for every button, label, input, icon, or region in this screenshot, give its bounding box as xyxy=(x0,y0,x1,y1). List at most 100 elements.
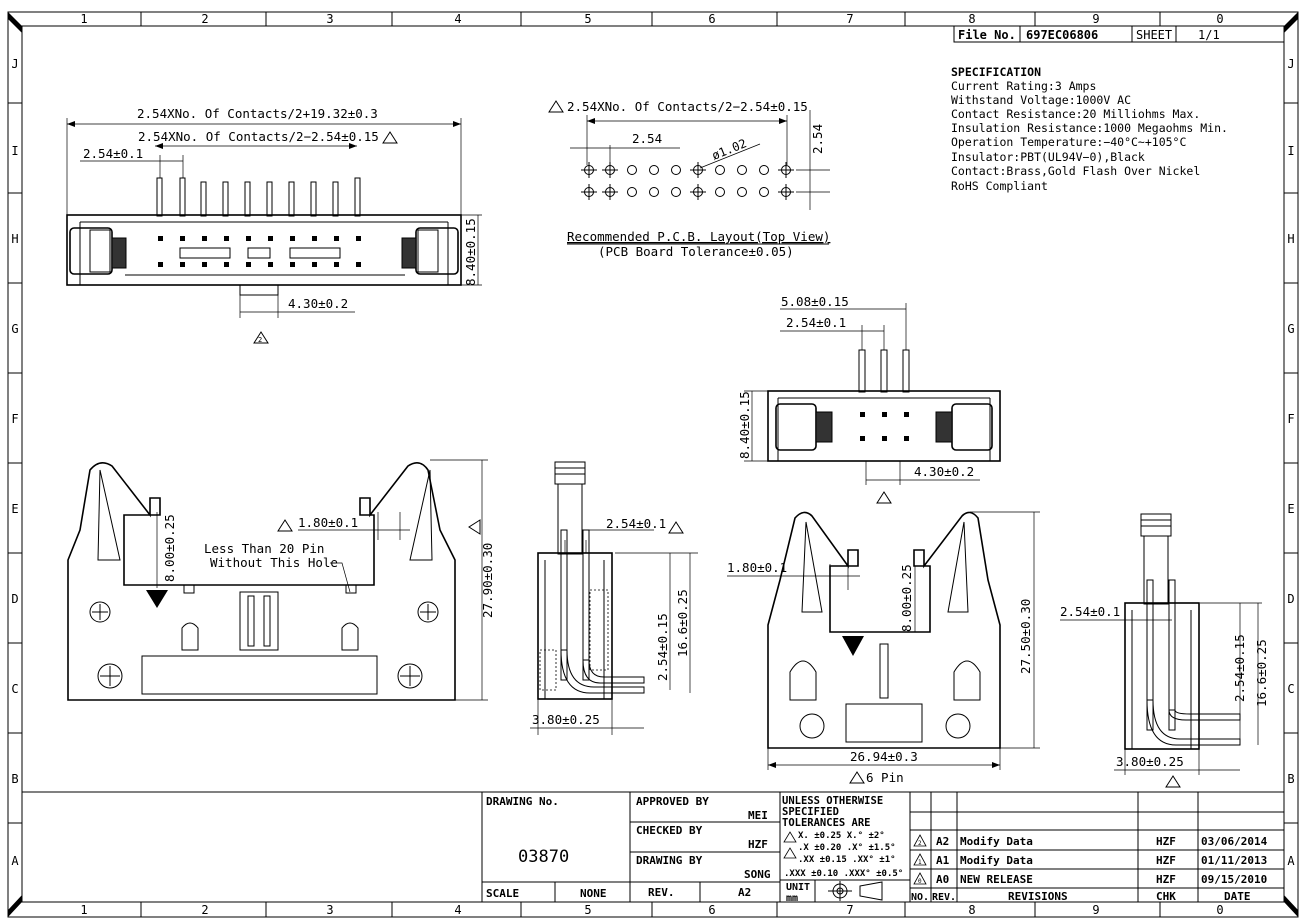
zone-letter: B xyxy=(1287,772,1294,786)
zone-letter: H xyxy=(11,232,18,246)
side-dim-pitch: 2.54±0.1 xyxy=(606,516,666,531)
drawing-by-label: DRAWING BY xyxy=(636,854,703,867)
zone-number: 8 xyxy=(968,903,975,917)
zone-number: 1 xyxy=(80,903,87,917)
six-front-dim-depth: 8.00±0.25 xyxy=(899,564,914,632)
six-dim-a: 5.08±0.15 xyxy=(781,294,849,309)
dim-height: 8.40±0.15 xyxy=(463,218,478,286)
revision-desc: NEW RELEASE xyxy=(960,873,1033,886)
revision-row: 1 A1 Modify Data HZF 01/11/2013 xyxy=(913,853,1267,867)
outer-frame xyxy=(7,11,1299,918)
revision-chk: HZF xyxy=(1156,854,1176,867)
zone-letters-left: J I H G F E D C B A xyxy=(11,57,19,868)
zone-letter: A xyxy=(1287,854,1295,868)
zone-number: 6 xyxy=(708,12,715,26)
side-view: 2.54±0.1 2.54±0.15 16.6±0.25 3.80±0.25 xyxy=(530,461,698,735)
zone-number: 5 xyxy=(584,903,591,917)
zone-letter: A xyxy=(11,854,19,868)
spec-line: Insulation Resistance:1000 Megaohms Min. xyxy=(951,121,1228,135)
zone-letter: B xyxy=(11,772,18,786)
zone-number: 9 xyxy=(1092,903,1099,917)
date-label: DATE xyxy=(1224,890,1251,903)
zone-letter: C xyxy=(11,682,18,696)
tol-line-3: TOLERANCES ARE xyxy=(782,817,871,829)
zone-letter: I xyxy=(11,144,18,158)
checked-value: HZF xyxy=(748,838,768,851)
spec-line: Current Rating:3 Amps xyxy=(951,79,1096,93)
six-front-caption: 6 Pin xyxy=(866,770,904,785)
dim-overall: 2.54XNo. Of Contacts/2+19.32±0.3 xyxy=(137,106,378,121)
projection-cone-icon xyxy=(859,881,883,901)
scale-label: SCALE xyxy=(486,887,519,900)
revision-row: 2 A2 Modify Data HZF 03/06/2014 xyxy=(913,834,1268,848)
zone-number: 3 xyxy=(326,12,333,26)
tol-line-1: UNLESS OTHERWISE xyxy=(782,795,883,807)
zone-number: 4 xyxy=(454,12,461,26)
revision-date: 09/15/2010 xyxy=(1201,873,1267,886)
six-front-dim-height: 27.50±0.30 xyxy=(1018,599,1033,674)
revision-rev: A1 xyxy=(936,854,950,867)
dim-span: 2.54XNo. Of Contacts/2−2.54±0.15 xyxy=(138,129,379,144)
zone-number: 7 xyxy=(846,903,853,917)
corner-mark-tl xyxy=(8,12,22,33)
zone-number: 2 xyxy=(201,903,208,917)
revision-desc: Modify Data xyxy=(960,835,1033,848)
zone-number: 6 xyxy=(708,903,715,917)
pcb-dim-row: 2.54 xyxy=(810,124,825,154)
side-dim-pin-a: 2.54±0.15 xyxy=(655,613,670,681)
pcb-layout: 2.54XNo. Of Contacts/2−2.54±0.15 2.54 2.… xyxy=(548,99,830,259)
six-front-dim-slot: 1.80±0.1 xyxy=(727,560,787,575)
six-side-dim-pin-b: 16.6±0.25 xyxy=(1254,639,1269,707)
inner-frame xyxy=(21,25,1285,903)
six-pin-side-view: 2.54±0.1 2.54±0.15 16.6±0.25 3.80±0.25 xyxy=(1060,513,1269,788)
zone-letter: E xyxy=(11,502,18,516)
revision-mark: 0 xyxy=(918,878,922,885)
rev-label: REV. xyxy=(648,886,675,899)
checked-label: CHECKED BY xyxy=(636,824,703,837)
dim-pitch: 2.54±0.1 xyxy=(83,146,143,161)
revision-date: 01/11/2013 xyxy=(1201,854,1267,867)
approved-value: MEI xyxy=(748,809,768,822)
side-dim-pin-b: 16.6±0.25 xyxy=(675,589,690,657)
drawing-by-value: SONG xyxy=(744,868,771,881)
six-side-dim-pitch: 2.54±0.1 xyxy=(1060,604,1120,619)
zone-letter: F xyxy=(1287,412,1294,426)
six-dim-height: 8.40±0.15 xyxy=(737,391,752,459)
specification-block: SPECIFICATION Current Rating:3 Amps With… xyxy=(951,65,1228,193)
zone-number: 1 xyxy=(80,12,87,26)
revisions-label: REVISIONS xyxy=(1008,890,1068,903)
front-note-2: Without This Hole xyxy=(210,555,338,570)
spec-line: Contact:Brass,Gold Flash Over Nickel xyxy=(951,164,1200,178)
tol-row: .X ±0.20 .X° ±1.5° xyxy=(798,843,896,853)
front-dim-slot: 1.80±0.1 xyxy=(298,515,358,530)
zone-number: 0 xyxy=(1216,12,1223,26)
corner-mark-br xyxy=(1284,895,1298,917)
front-view: 8.00±0.25 1.80±0.1 Less Than 20 Pin With… xyxy=(67,459,495,701)
zone-letter: I xyxy=(1287,144,1294,158)
pcb-dim-hole: ø1.02 xyxy=(710,136,749,163)
pcb-dim-span: 2.54XNo. Of Contacts/2−2.54±0.15 xyxy=(567,99,808,114)
dim-key: 4.30±0.2 xyxy=(288,296,348,311)
zone-numbers-top: 1 2 3 4 5 6 7 8 9 0 xyxy=(80,12,1223,26)
pcb-tolerance: (PCB Board Tolerance±0.05) xyxy=(598,244,794,259)
zone-letter: G xyxy=(11,322,18,336)
spec-title: SPECIFICATION xyxy=(951,65,1041,79)
rev-mark: 2 xyxy=(258,336,262,344)
rev-1-triangle xyxy=(382,131,398,144)
revision-rev: A2 xyxy=(936,835,949,848)
six-side-dim-bottom: 3.80±0.25 xyxy=(1116,754,1184,769)
zone-letters-right: J I H G F E D C B A xyxy=(1287,57,1295,868)
spec-line: RoHS Compliant xyxy=(951,179,1048,193)
revision-chk: HZF xyxy=(1156,835,1176,848)
approved-label: APPROVED BY xyxy=(636,795,709,808)
revision-chk: HZF xyxy=(1156,873,1176,886)
six-dim-b: 2.54±0.1 xyxy=(786,315,846,330)
revision-mark: 1 xyxy=(918,859,922,866)
revision-rev: A0 xyxy=(936,873,949,886)
revision-date: 03/06/2014 xyxy=(1201,835,1268,848)
six-side-dim-pin-a: 2.54±0.15 xyxy=(1232,634,1247,702)
zone-letter: G xyxy=(1287,322,1294,336)
unit-value: mm xyxy=(786,893,798,904)
zone-number: 3 xyxy=(326,903,333,917)
drawing-no: 03870 xyxy=(518,847,569,867)
